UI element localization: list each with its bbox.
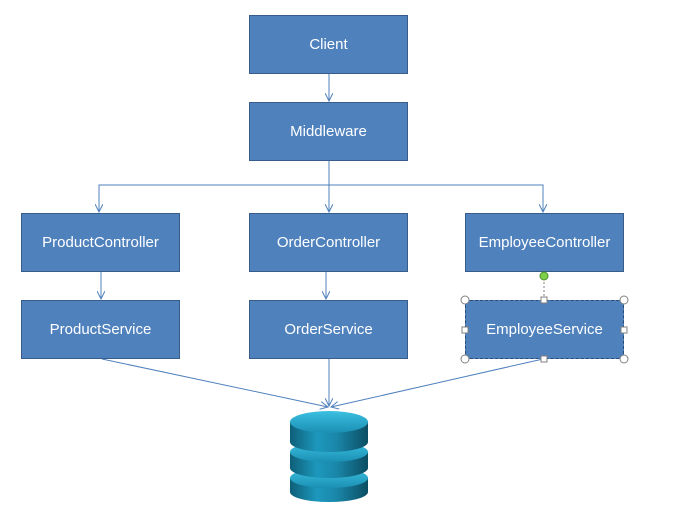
connector-branch-product	[99, 184, 329, 212]
client-box[interactable]: Client	[249, 15, 408, 74]
database-disk-top	[290, 411, 368, 452]
connector-es-db	[331, 358, 544, 407]
connector-ps-db	[101, 358, 328, 407]
connector-branch-employee	[329, 184, 543, 212]
